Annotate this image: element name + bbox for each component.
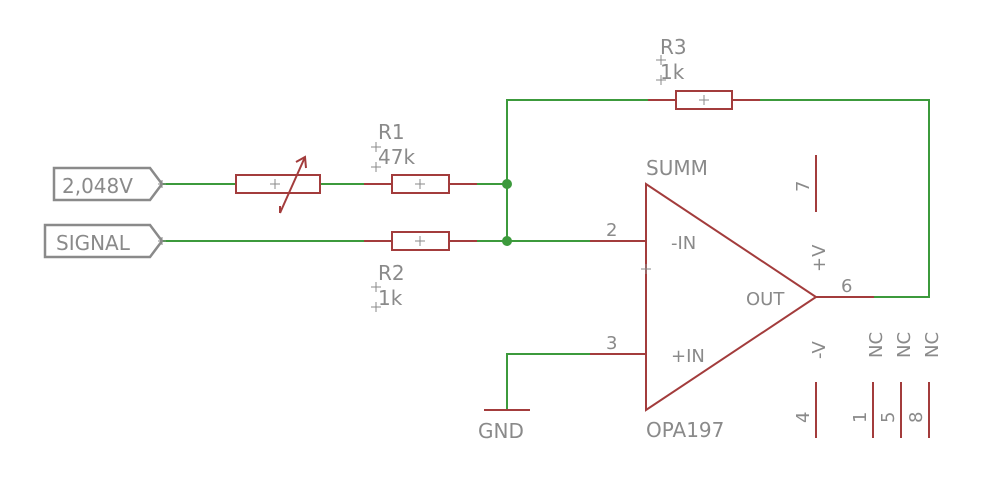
opamp-pin-in-plus-number: 3 bbox=[606, 333, 617, 354]
junction-dot-bottom bbox=[502, 236, 512, 246]
opamp-name: SUMM bbox=[646, 156, 708, 180]
nc-label-5: NC bbox=[894, 332, 915, 358]
resistor-r1[interactable]: R1 47k bbox=[364, 120, 477, 194]
resistor-r1-value: 47k bbox=[378, 145, 415, 169]
resistor-r2-body bbox=[391, 231, 450, 251]
net-noninv-to-gnd bbox=[506, 353, 647, 411]
resistor-r3[interactable]: R3 1k bbox=[648, 35, 760, 110]
resistor-r2-name: R2 bbox=[378, 261, 405, 285]
net-feedback-right bbox=[731, 99, 930, 298]
nc-pin-8-number: 8 bbox=[906, 412, 927, 423]
opamp-vplus-label: +V bbox=[809, 244, 830, 272]
port-ref-label: 2,048V bbox=[62, 174, 133, 198]
opamp-triangle bbox=[645, 182, 818, 412]
resistor-r3-value: 1k bbox=[660, 60, 685, 84]
port-signal-label: SIGNAL bbox=[56, 231, 131, 255]
junction-dot-top bbox=[502, 179, 512, 189]
nc-label-1: NC bbox=[866, 332, 887, 358]
port-ref-shape bbox=[52, 166, 164, 202]
opamp-in-plus-label: +IN bbox=[671, 346, 705, 367]
resistor-r1-name: R1 bbox=[378, 120, 405, 144]
opamp-in-minus-label: -IN bbox=[671, 233, 696, 254]
port-signal-shape bbox=[43, 223, 164, 259]
ground-symbol[interactable]: GND bbox=[478, 409, 530, 443]
port-ref[interactable]: 2,048V bbox=[52, 166, 166, 202]
resistor-r3-name: R3 bbox=[660, 35, 687, 59]
potentiometer[interactable] bbox=[235, 155, 321, 214]
net-feedback-left bbox=[506, 99, 677, 242]
nc-label-8: NC bbox=[922, 332, 943, 358]
port-signal[interactable]: SIGNAL bbox=[43, 223, 166, 259]
potentiometer-body bbox=[235, 174, 321, 194]
opamp-part: OPA197 bbox=[646, 418, 724, 442]
opamp-vminus-label: -V bbox=[809, 341, 830, 359]
opamp-pin-out-number: 6 bbox=[841, 276, 852, 297]
nc-pin-1-number: 1 bbox=[850, 412, 871, 423]
resistor-r3-body bbox=[675, 90, 733, 110]
opamp-pin-vplus-number: 7 bbox=[793, 181, 814, 192]
opamp-out-label: OUT bbox=[746, 289, 785, 310]
opamp[interactable]: SUMM OPA197 -IN +IN OUT 2 3 6 +V 7 -V 4 … bbox=[590, 155, 943, 442]
resistor-r2[interactable]: R2 1k bbox=[364, 231, 477, 312]
nc-pin-5-number: 5 bbox=[878, 412, 899, 423]
resistor-r1-body bbox=[391, 174, 450, 194]
opamp-pin-in-minus-number: 2 bbox=[606, 220, 617, 241]
resistor-r2-value: 1k bbox=[378, 286, 403, 310]
nets bbox=[161, 99, 930, 411]
ground-label: GND bbox=[478, 419, 524, 443]
opamp-pin-vminus-number: 4 bbox=[793, 412, 814, 423]
